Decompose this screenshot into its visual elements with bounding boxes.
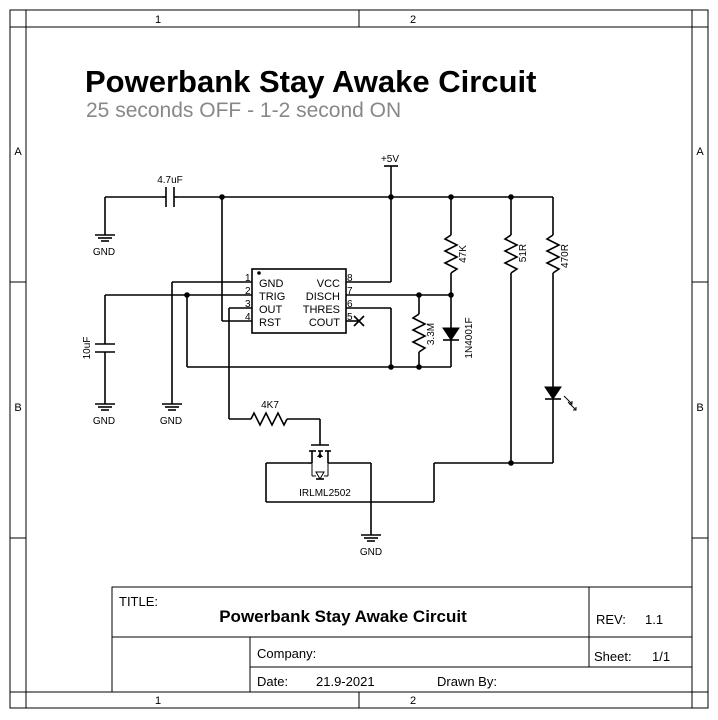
gnd-symbol-4: GND [360,534,382,558]
svg-text:IRLML2502: IRLML2502 [299,488,351,499]
sheet-label: Sheet: [594,649,632,664]
svg-text:1: 1 [245,273,251,284]
page-subtitle: 25 seconds OFF - 1-2 second ON [86,99,401,122]
col-label-2-bottom: 2 [410,695,416,707]
svg-text:GND: GND [160,416,182,427]
gnd-symbol-2: GND [93,403,115,427]
svg-text:GND: GND [93,416,115,427]
svg-text:VCC: VCC [317,278,340,290]
svg-text:COUT: COUT [309,317,340,329]
svg-text:51R: 51R [518,244,529,262]
company-label: Company: [257,646,316,661]
svg-text:3: 3 [245,299,251,310]
resistor-4k7: 4K7 [250,400,288,427]
svg-text:3.3M: 3.3M [426,323,437,345]
supply-symbol: +5V [381,154,399,197]
svg-text:OUT: OUT [259,304,283,316]
svg-text:GND: GND [360,547,382,558]
gnd-symbol-1: GND [93,234,115,258]
resistor-3m3: 3.3M [411,313,437,353]
svg-text:1N4001F: 1N4001F [464,317,475,358]
date-label: Date: [257,674,288,689]
svg-text:6: 6 [347,299,353,310]
svg-text:8: 8 [347,273,353,284]
row-label-a-right: A [696,146,704,158]
svg-text:470R: 470R [560,244,571,268]
svg-text:2: 2 [245,286,251,297]
col-label-2-top: 2 [410,14,416,26]
svg-text:4: 4 [245,312,251,323]
title-block: TITLE: Powerbank Stay Awake Circuit REV:… [111,586,693,693]
resistor-47k: 47K [443,234,469,274]
mosfet-irlml2502: IRLML2502 [299,444,371,499]
inner-frame [25,26,693,693]
ic-pin-labels: 1 2 3 4 GND TRIG OUT RST 8 7 6 5 VCC DIS… [245,273,353,329]
drawn-by-label: Drawn By: [437,674,497,689]
col-label-1-top: 1 [155,14,161,26]
svg-text:TRIG: TRIG [259,291,285,303]
title-label: TITLE: [119,594,158,609]
title-value: Powerbank Stay Awake Circuit [219,607,467,626]
row-label-b-right: B [696,402,703,414]
rev-value: 1.1 [645,612,663,627]
ic-555 [251,268,347,334]
capacitor-10u: 10uF [82,337,115,404]
svg-text:GND: GND [259,278,284,290]
svg-text:GND: GND [93,247,115,258]
svg-text:DISCH: DISCH [306,291,340,303]
svg-text:4K7: 4K7 [261,400,279,411]
rev-label: REV: [596,612,626,627]
capacitor-4u7: 4.7uF [157,175,183,207]
gnd-symbol-3: GND [160,403,182,427]
sheet-value: 1/1 [652,649,670,664]
cap-top-label: 4.7uF [157,175,183,186]
resistor-51r: 51R [503,234,529,274]
row-label-b-left: B [14,402,21,414]
page-title: Powerbank Stay Awake Circuit [85,64,536,99]
col-label-1-bottom: 1 [155,695,161,707]
svg-text:7: 7 [347,286,353,297]
led-indicator [544,386,577,411]
diode-1n4001: 1N4001F [442,317,475,359]
supply-label: +5V [381,154,399,165]
resistor-470r: 470R [545,234,571,274]
date-value: 21.9-2021 [316,674,375,689]
svg-text:THRES: THRES [303,304,340,316]
row-label-a-left: A [14,146,22,158]
svg-text:10uF: 10uF [82,337,93,360]
svg-text:RST: RST [259,317,281,329]
svg-text:47K: 47K [458,245,469,263]
svg-text:5: 5 [347,312,353,323]
